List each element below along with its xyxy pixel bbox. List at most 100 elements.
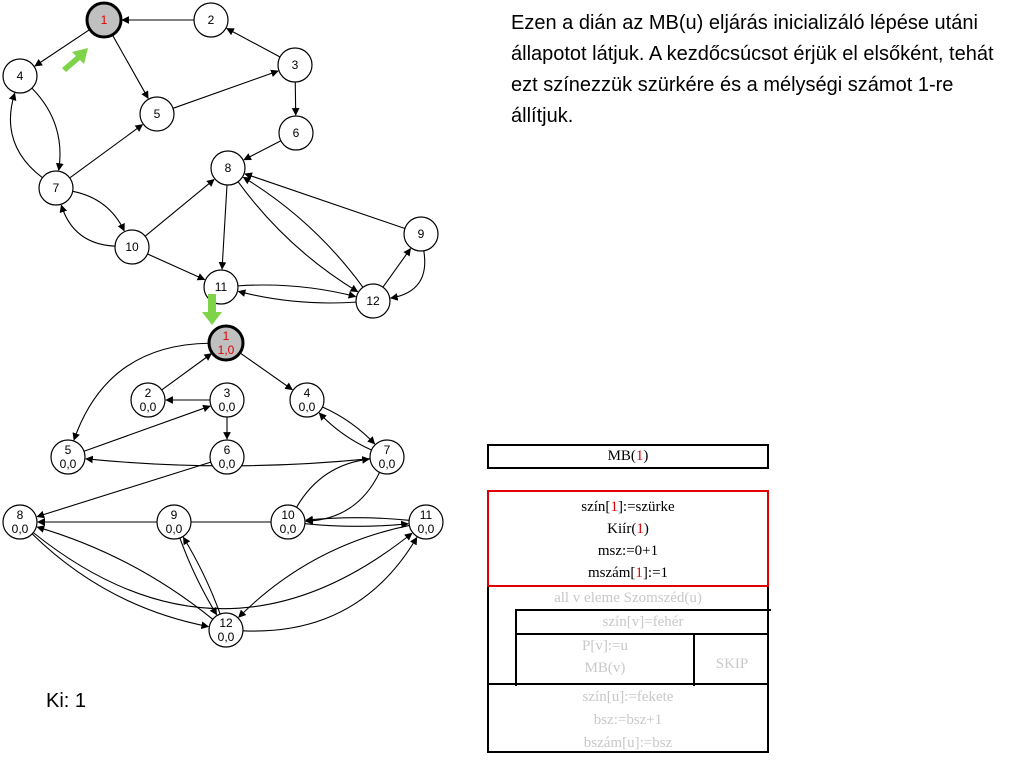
header-pre: MB( [607, 448, 636, 464]
stmt-part: ]:=szürke [617, 499, 675, 515]
bottom-edge-12-8 [36, 525, 214, 620]
bottom-graph-nodes: 11,020,030,040,050,060,070,080,090,0100,… [2, 324, 444, 648]
top-node-12-label: 12 [366, 294, 380, 308]
top-node-11-label: 11 [215, 280, 228, 294]
bottom-node-4: 40,0 [289, 382, 325, 418]
stmt-part: ]:=1 [642, 565, 669, 581]
bottom-edge-1-5 [72, 342, 210, 441]
loop-body: szín[v]=fehér P[v]:=u MB(v) SKIP [515, 609, 771, 686]
top-edge-7-10 [72, 190, 125, 232]
bottom-node-12-label: 12 [219, 616, 233, 630]
header-post: ) [643, 448, 649, 464]
top-edge-1-4 [34, 28, 91, 67]
active-block: szín[1]:=szürke Kiír(1) msz:=0+1 mszám[1… [487, 490, 769, 587]
if-else-branch: SKIP [715, 656, 749, 672]
top-edge-11-12 [237, 284, 357, 299]
bottom-node-3-numbers: 0,0 [219, 400, 236, 414]
top-node-9: 9 [403, 216, 439, 252]
bottom-node-12-numbers: 0,0 [218, 630, 235, 644]
stmt-print: Kiír(1) [489, 518, 767, 540]
bottom-edge-7-10 [305, 472, 381, 525]
top-node-5-label: 5 [154, 107, 161, 121]
bottom-node-6-label: 6 [224, 443, 231, 457]
bottom-node-10: 100,0 [270, 504, 306, 540]
bottom-node-11: 110,0 [408, 504, 444, 540]
output-text: Ki: 1 [46, 690, 87, 712]
top-node-1-label: 1 [101, 13, 108, 27]
tail-block: szín[u]:=fekete bsz:=bsz+1 bszám[u]:=bsz [489, 683, 767, 755]
top-edge-4-7 [31, 87, 64, 171]
bottom-node-9: 90,0 [156, 504, 192, 540]
top-node-6: 6 [278, 115, 314, 151]
bottom-node-5: 50,0 [50, 439, 86, 475]
top-node-10-label: 10 [125, 240, 139, 254]
bottom-node-8: 80,0 [2, 504, 38, 540]
bottom-edge-7-4 [318, 412, 372, 451]
bottom-node-11-numbers: 0,0 [418, 522, 435, 536]
top-edge-9-12 [389, 250, 426, 301]
bottom-edge-11-10 [305, 515, 410, 524]
top-node-9-label: 9 [418, 227, 425, 241]
stmt-arg: 1 [610, 499, 618, 515]
bottom-edge-11-12 [238, 524, 410, 618]
bottom-node-6-numbers: 0,0 [219, 457, 236, 471]
top-node-1: 1 [85, 1, 123, 39]
top-edge-3-2 [226, 28, 281, 58]
top-edge-1-5 [111, 34, 149, 99]
top-node-2: 2 [193, 2, 229, 38]
stmt-part: ) [643, 521, 649, 537]
top-edge-6-8 [243, 140, 282, 161]
header-arg: 1 [635, 448, 644, 464]
stmt-part: Kiír( [607, 521, 637, 537]
top-node-6-label: 6 [293, 126, 300, 140]
bottom-edge-1-4 [239, 352, 293, 391]
top-edge-9-8 [244, 172, 406, 230]
top-edge-8-12 [237, 181, 359, 293]
stmt-msz: msz:=0+1 [597, 543, 659, 559]
slide-description: Ezen a dián az MB(u) eljárás inicializál… [511, 12, 994, 127]
green-arrow-diagonal-icon [62, 48, 88, 72]
stmt-part: szín[ [581, 499, 611, 515]
top-node-10: 10 [114, 229, 150, 265]
top-node-2-label: 2 [208, 13, 215, 27]
bottom-node-3: 30,0 [209, 382, 245, 418]
bottom-node-1-numbers: 1,0 [218, 343, 235, 357]
bottom-node-9-numbers: 0,0 [166, 522, 183, 536]
bottom-edge-4-7 [322, 406, 376, 445]
if-then-branch: P[v]:=u MB(v) [517, 635, 695, 686]
bottom-node-1-label: 1 [223, 329, 230, 343]
top-node-7: 7 [38, 170, 74, 206]
top-edge-7-4 [8, 92, 43, 179]
structogram-header: MB(1) [487, 444, 769, 469]
bottom-node-5-label: 5 [65, 443, 72, 457]
loop-header: all v eleme Szomszéd(u) [554, 590, 702, 606]
top-edge-12-11 [237, 289, 357, 304]
stmt-part: mszám[ [587, 565, 636, 581]
bottom-node-4-numbers: 0,0 [299, 400, 316, 414]
bottom-edge-6-8 [36, 461, 211, 519]
top-edge-7-5 [69, 124, 144, 179]
bottom-edge-8-12 [31, 533, 210, 630]
bottom-node-10-label: 10 [281, 508, 295, 522]
bottom-node-3-label: 3 [224, 386, 231, 400]
bottom-edge-9-12 [179, 537, 218, 616]
top-edge-10-8 [144, 178, 215, 237]
top-node-5: 5 [139, 96, 175, 132]
bottom-edge-12-9 [182, 536, 221, 615]
bottom-node-7-label: 7 [384, 443, 391, 457]
bottom-node-7: 70,0 [369, 439, 405, 475]
then-stmt-recurse: MB(v) [584, 660, 626, 676]
bottom-edge-2-1 [161, 353, 213, 391]
tail-stmt-black: szín[u]:=fekete [582, 689, 674, 705]
bottom-edge-5-3 [83, 404, 211, 452]
top-graph-edges [8, 16, 426, 304]
green-arrow-down-icon [202, 294, 222, 325]
bottom-node-2: 20,0 [130, 382, 166, 418]
top-node-12: 12 [355, 283, 391, 319]
top-node-7-label: 7 [53, 181, 60, 195]
bottom-node-11-label: 11 [420, 508, 433, 522]
bottom-node-8-numbers: 0,0 [12, 522, 29, 536]
bottom-edge-10-7 [296, 456, 370, 508]
top-edge-5-3 [172, 69, 279, 109]
